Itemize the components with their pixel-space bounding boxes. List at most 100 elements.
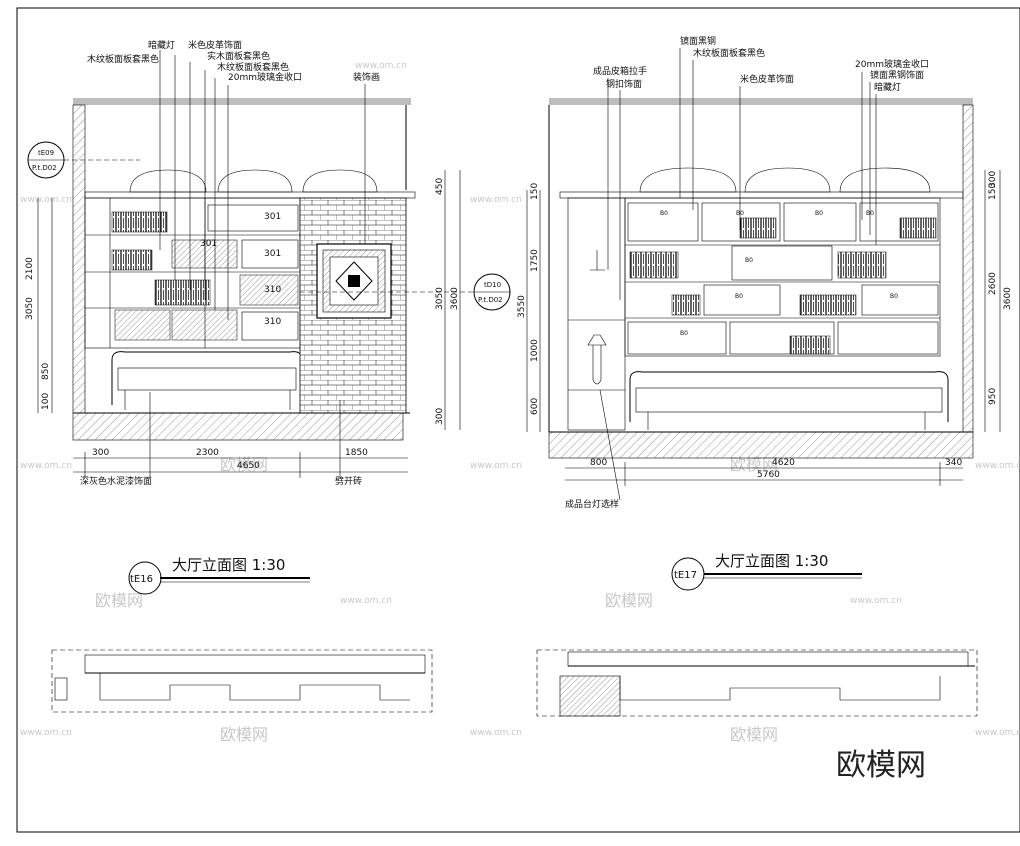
drawer-label: B0	[660, 210, 668, 217]
books	[111, 249, 153, 271]
ceiling-dome	[129, 169, 207, 193]
dimension-text: 4620	[772, 458, 795, 468]
dimension-text: 2300	[196, 448, 219, 458]
section-ref-sheet: P.t.D02	[478, 296, 503, 304]
books	[111, 211, 168, 233]
ceiling-slab	[549, 98, 973, 105]
callout-label: 米色皮革饰面	[740, 73, 794, 85]
callout-label: 深灰色水泥漆饰面	[80, 475, 152, 487]
callout-label: 镜面黑钢饰面	[870, 69, 924, 81]
callout-label: 木纹板面板套黑色	[87, 53, 159, 65]
suitcase	[859, 202, 939, 242]
dimension-text: 3050	[435, 287, 445, 310]
suitcase	[627, 202, 699, 242]
callout-label: 实木面板套黑色	[207, 50, 270, 62]
ceiling-slab	[73, 98, 411, 105]
books	[837, 251, 887, 279]
watermark: www.om.cn	[470, 195, 522, 205]
dimension-text: 5760	[757, 470, 780, 480]
panel	[114, 309, 171, 341]
dimension-text: 100	[41, 393, 51, 410]
ceiling-dome	[839, 167, 931, 193]
section-ref-number: tE09	[38, 149, 54, 157]
watermark-group: 欧模网 欧模网 欧模网 欧模网 欧模网 欧模网 www.om.cn www.om…	[20, 61, 1020, 744]
drawer-box	[207, 204, 299, 232]
suitcase	[731, 245, 833, 281]
sheet-border	[16, 7, 1020, 833]
section-ref-number: tD10	[484, 281, 501, 289]
watermark: www.om.cn	[20, 461, 72, 471]
callout-label: 20mm玻璃金收口	[855, 58, 929, 70]
dimension-text: 1850	[345, 448, 368, 458]
left-elevation: 301 301 310 310 301 300 2300 1850 4650 2…	[25, 39, 511, 713]
suitcase	[701, 202, 781, 242]
callout-label: 暗藏灯	[874, 81, 901, 93]
dimension-text: 600	[530, 398, 540, 415]
right-elevation: B0 B0 B0 B0 B0 B0 B0 B0 800 4620 340 576…	[517, 35, 1013, 717]
callout-group: 镜面黑钢 木纹板面板套黑色 成品皮箱拉手 钢扣饰面 米色皮革饰面 20mm玻璃金…	[565, 35, 929, 510]
dimension-text: 950	[988, 388, 998, 405]
floor-slab	[72, 412, 404, 441]
watermark: www.om.cn	[20, 728, 72, 738]
panel	[171, 239, 238, 269]
dimension-text: 300	[435, 408, 445, 425]
sofa-seat	[635, 387, 943, 413]
drawer-label: B0	[815, 210, 823, 217]
section-ref-sheet: P.t.D02	[32, 164, 57, 172]
watermark: www.om.cn	[355, 61, 407, 71]
ceiling-dome	[302, 169, 378, 193]
suitcase	[783, 202, 857, 242]
drawer-label: 301	[264, 212, 281, 222]
watermark: 欧模网	[730, 455, 778, 474]
left-wall	[72, 104, 86, 414]
books	[629, 251, 679, 279]
drawer-label: 310	[264, 285, 281, 295]
watermark: www.om.cn	[340, 596, 392, 606]
dimension-text: 150	[530, 183, 540, 200]
dimension-text: 450	[435, 178, 445, 195]
view-title: 大厅立面图 1:30	[715, 552, 828, 570]
callout-label: 暗藏灯	[148, 39, 175, 51]
drawer-label: 301	[200, 239, 217, 249]
callout-label: 木纹板面板套黑色	[217, 61, 289, 73]
books	[899, 217, 937, 239]
drawer-box	[241, 239, 299, 269]
callout-label: 20mm玻璃金收口	[228, 71, 302, 83]
books	[789, 335, 831, 355]
table-lamp	[587, 334, 607, 346]
suitcase	[861, 284, 939, 316]
watermark: www.om.cn	[975, 461, 1020, 471]
dimension-text: 1000	[530, 339, 540, 362]
drawer-label: B0	[745, 257, 753, 264]
view-title: 大厅立面图 1:30	[172, 556, 285, 574]
suitcase	[627, 321, 727, 355]
dimension-text: 2100	[25, 257, 35, 280]
sofa-outline	[111, 351, 303, 405]
brand-logo-text: 欧模网	[836, 748, 926, 783]
dimension-text: 340	[945, 458, 962, 468]
ceiling-dome	[744, 167, 831, 193]
panel	[239, 274, 299, 306]
dimension-text: 3050	[25, 297, 35, 320]
drawer-label: B0	[890, 293, 898, 300]
drawer-label: 301	[264, 249, 281, 259]
dimension-text: 300	[988, 171, 998, 188]
callout-label: 钢扣饰面	[606, 78, 642, 90]
drawer-label: B0	[680, 330, 688, 337]
callout-label: 劈开砖	[335, 475, 362, 487]
glass-cabinet	[567, 197, 626, 431]
sofa-outline	[629, 371, 949, 422]
bookshelf	[624, 197, 941, 357]
cornice	[84, 191, 416, 199]
dimension-text: 3550	[517, 295, 527, 318]
watermark: www.om.cn	[20, 195, 72, 205]
callout-label: 木纹板面板套黑色	[693, 47, 765, 59]
books	[154, 279, 211, 306]
watermark: www.om.cn	[850, 596, 902, 606]
watermark: www.om.cn	[470, 728, 522, 738]
floor-slab	[548, 431, 974, 459]
books	[671, 294, 701, 316]
dimension-text: 2600	[988, 272, 998, 295]
books	[739, 217, 777, 239]
